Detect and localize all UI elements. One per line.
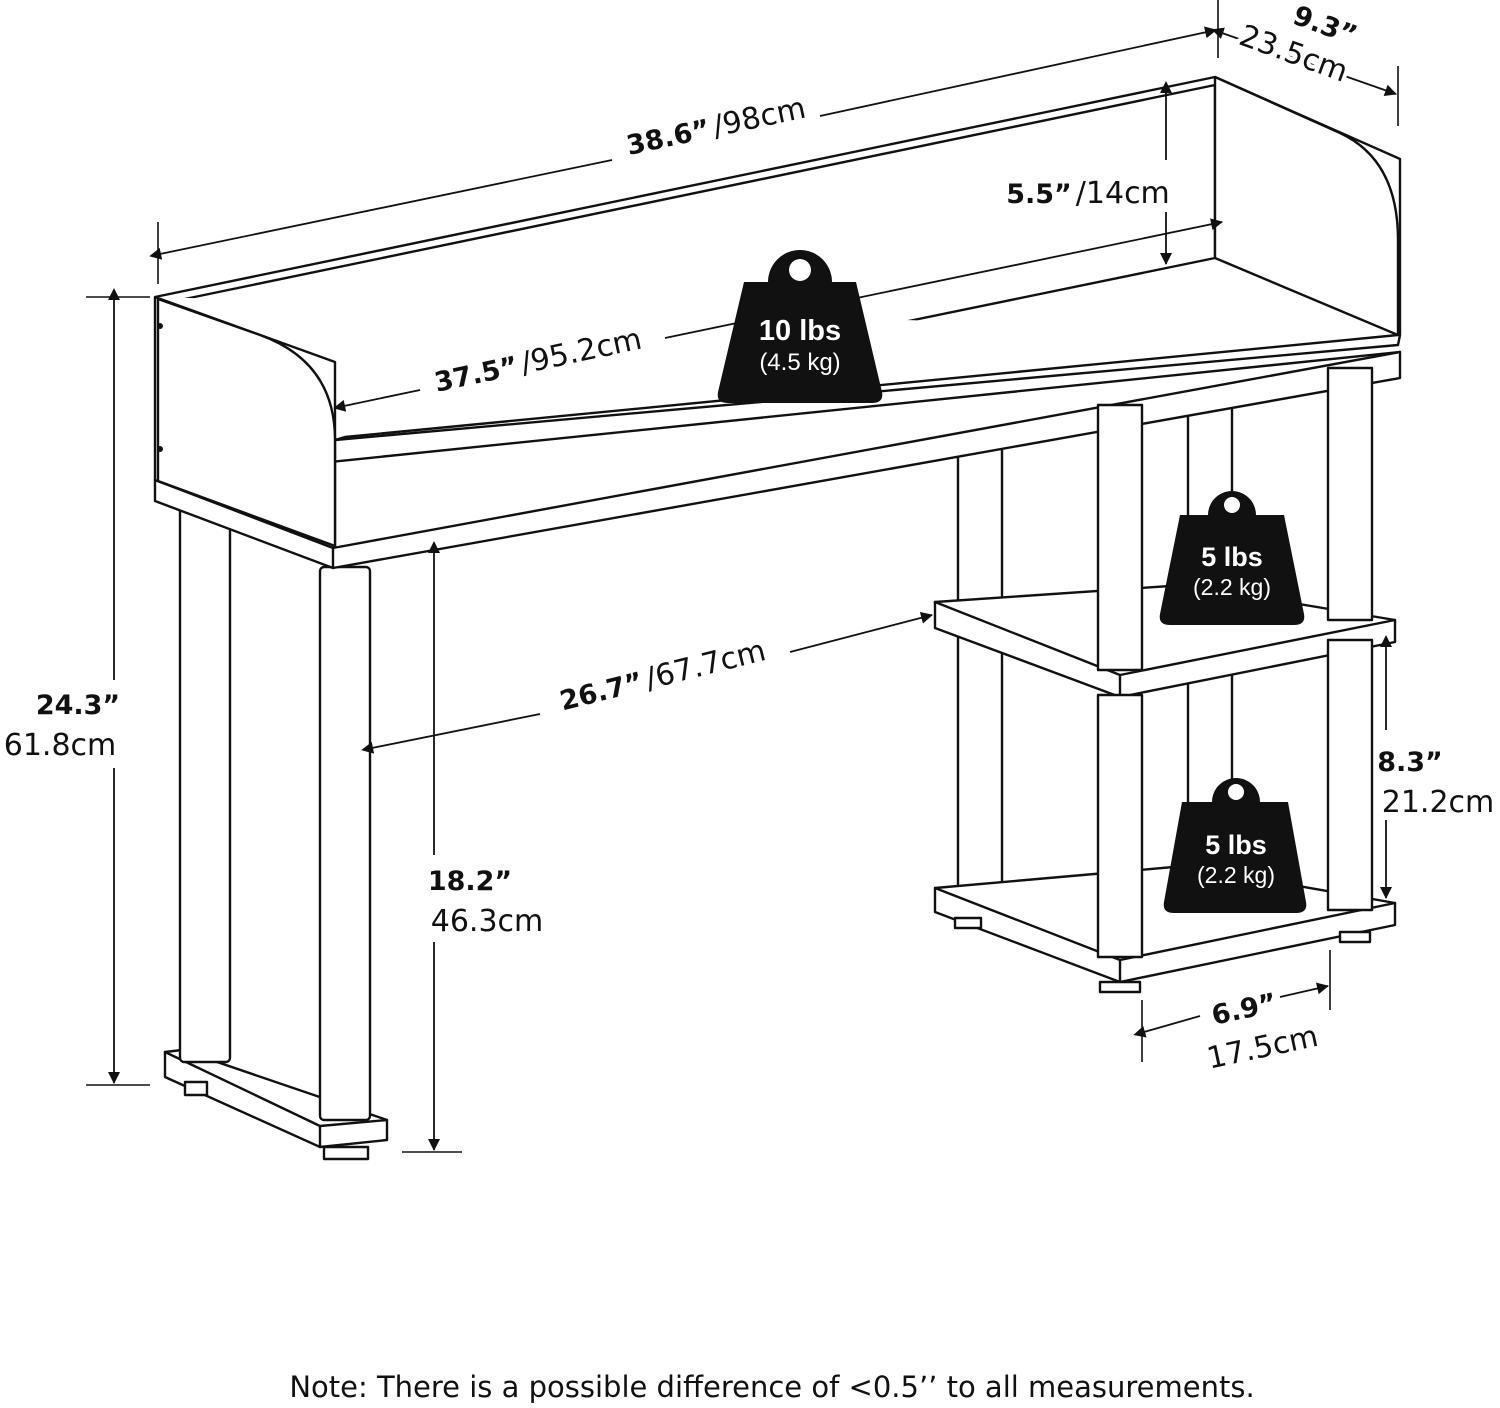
shelf-leg-back-left xyxy=(956,430,1004,614)
weight-top-lbs: 10 lbs xyxy=(759,315,841,347)
dim-line-inner-width-left xyxy=(333,389,421,412)
measurement-note: Note: There is a possible difference of … xyxy=(289,1370,1254,1404)
shelf-lower-board xyxy=(933,864,1397,984)
dim-line-overall-width-left xyxy=(149,159,613,260)
shelf-leg-front-left xyxy=(1096,403,1144,672)
svg-text:6.9”: 6.9” xyxy=(1209,988,1280,1032)
desktop-board xyxy=(153,350,1402,570)
left-leg-back xyxy=(178,503,232,1064)
shelf-leg-front-left-lower xyxy=(1096,693,1144,959)
label-leg-height-cm: 46.3cm xyxy=(431,904,544,939)
dim-line-overall-width-right xyxy=(819,26,1217,117)
weight-icon-top xyxy=(717,250,883,403)
shelf-leg-back-left-lower xyxy=(956,634,1004,900)
label-back-height: 5.5”/14cm xyxy=(1006,176,1170,211)
label-shelf-gap-cm: 21.2cm xyxy=(1382,785,1495,820)
shelf-leg-front-right-lower xyxy=(1326,638,1374,912)
svg-text:26.7”/67.7cm: 26.7”/67.7cm xyxy=(556,633,769,718)
dim-line-shelf-width-left xyxy=(1133,1015,1201,1038)
weight-shelf-upper-kg: (2.2 kg) xyxy=(1193,574,1271,600)
label-depth: 9.3” 23.5cm 23.5cm xyxy=(1231,0,1361,93)
hutch-right-side-panel xyxy=(1213,75,1400,337)
label-shelf-gap-in: 8.3” xyxy=(1377,747,1443,778)
dim-line-depth xyxy=(1211,27,1397,97)
label-shelf-width: 6.9” 17.5cm xyxy=(1204,988,1321,1077)
label-overall-height-cm: 61.8cm xyxy=(4,728,117,763)
left-leg-front xyxy=(318,565,372,1122)
weight-shelf-lower-kg: (2.2 kg) xyxy=(1197,862,1275,888)
dim-line-knee-width-left xyxy=(361,713,541,754)
svg-text:38.6”/98cm: 38.6”/98cm xyxy=(623,91,809,163)
dim-line-knee-width-right xyxy=(789,611,933,653)
label-knee-width: 26.7”/67.7cm xyxy=(556,633,769,718)
weight-icon-shelf-lower xyxy=(1163,778,1307,913)
shelf-leg-front-right xyxy=(1326,366,1374,622)
dim-line-shelf-width-right xyxy=(1279,982,1329,998)
weight-shelf-lower-lbs: 5 lbs xyxy=(1205,830,1267,860)
svg-text:5.5”/14cm: 5.5”/14cm xyxy=(1006,176,1170,211)
hutch-left-side-panel xyxy=(156,297,337,548)
label-leg-height-in: 18.2” xyxy=(428,866,512,897)
weight-shelf-upper-lbs: 5 lbs xyxy=(1201,542,1263,572)
weight-top-kg: (4.5 kg) xyxy=(759,349,840,376)
weight-icon-shelf-upper xyxy=(1159,491,1305,625)
dim-line-inner-width-right xyxy=(664,218,1223,339)
label-overall-height-in: 24.3” xyxy=(36,690,120,721)
label-overall-width: 38.6”/98cm xyxy=(623,91,809,163)
